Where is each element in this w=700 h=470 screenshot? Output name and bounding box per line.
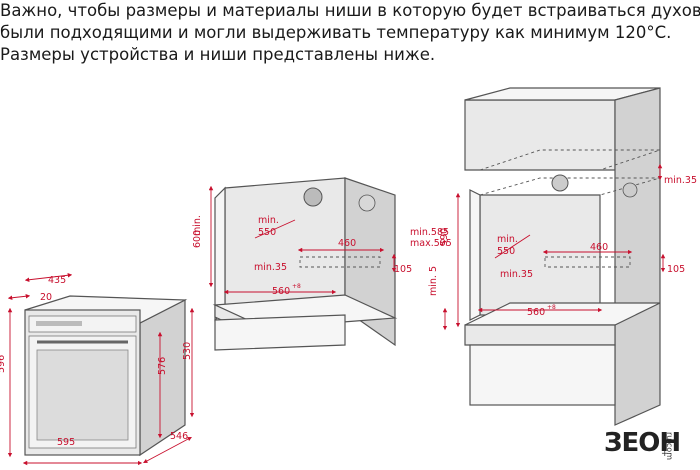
niche-under-counter: [212, 177, 398, 351]
under-min-600-label: min.: [192, 215, 203, 236]
tall-dim-460: 460: [590, 242, 608, 253]
oven-dim-435: 435: [48, 275, 66, 286]
tall-min-550-label: min.: [497, 234, 518, 245]
tall-dim-550: 550: [497, 246, 515, 257]
oven-dim-596: 596: [0, 355, 7, 373]
niche-tall: [464, 87, 661, 426]
tall-min35-top: min.35: [664, 175, 697, 186]
under-dim-560-sup: +8: [292, 283, 301, 290]
niche-tall-dimensions: min.35 590 min. 550 460 min.35 min. 5 56…: [428, 163, 697, 331]
oven-dim-595: 595: [57, 437, 75, 448]
oven-dimensions: 435 20 596 576 530 595 546: [0, 273, 195, 466]
tall-dim-560: 560: [527, 307, 545, 318]
under-min-550-label: min.: [258, 215, 279, 226]
under-dim-560: 560: [272, 286, 290, 297]
under-max595: max.595: [410, 238, 452, 249]
under-min35: min.35: [254, 262, 287, 273]
oven-dim-546: 546: [170, 431, 188, 442]
under-dim-600: 600: [192, 230, 203, 248]
niche-under-dimensions: min. 550 min. 600 460 min.35 560 +8 min.…: [192, 185, 452, 297]
oven-illustration: [24, 295, 188, 457]
oven-dim-576: 576: [157, 357, 168, 375]
under-min585: min.585: [410, 227, 449, 238]
intro-line-3: Размеры устройства и ниши представлены н…: [0, 45, 436, 64]
brand-logo-domain: ru.com: [665, 432, 674, 460]
oven-dim-530: 530: [182, 342, 193, 360]
installation-diagram: 435 20 596 576 530 595 546 min. 550: [0, 87, 697, 466]
intro-line-1: Важно, чтобы размеры и материалы ниши в …: [0, 1, 700, 20]
brand-logo-plus: +: [661, 449, 669, 459]
tall-dim-590: 590: [439, 228, 450, 246]
oven-dim-20: 20: [40, 292, 52, 303]
under-dim-460: 460: [338, 238, 356, 249]
tall-dim-560-sup: +8: [547, 304, 556, 311]
tall-dim-105: 105: [667, 264, 685, 275]
brand-logo: ЗЕОН: [604, 428, 681, 458]
intro-line-2: были подходящими и могли выдерживать тем…: [0, 23, 672, 42]
intro-text: Важно, чтобы размеры и материалы ниши в …: [0, 0, 700, 66]
under-dim-105: 105: [394, 264, 412, 275]
tall-min35: min.35: [500, 269, 533, 280]
tall-min5: min. 5: [428, 266, 439, 296]
